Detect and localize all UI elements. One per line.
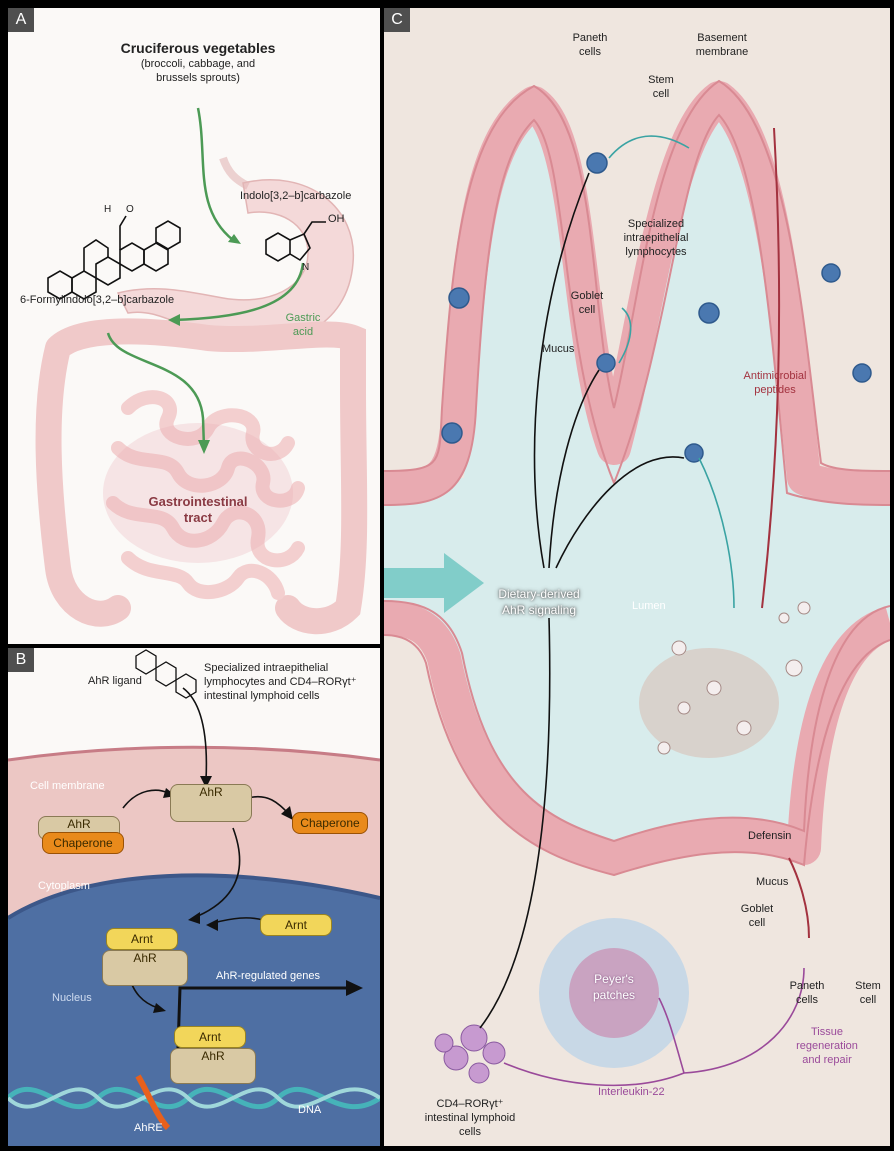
lumen-label: Lumen <box>632 600 666 613</box>
tissue-label-3: and repair <box>782 1054 872 1067</box>
stem2-label-2: cell <box>848 994 888 1007</box>
cd4-label-1: CD4–RORγt⁺ <box>410 1098 530 1111</box>
goblet-label-1: Goblet <box>562 290 612 303</box>
peyers-label-2: patches <box>574 989 654 1003</box>
chaperone-free: Chaperone <box>292 812 368 834</box>
dna-label: DNA <box>298 1104 321 1117</box>
spec-label-2: intraepithelial <box>606 232 706 245</box>
paneth-label-1: Paneth <box>560 32 620 45</box>
cells-label-3: intestinal lymphoid cells <box>204 690 320 703</box>
ahr-ligand-label: AhR ligand <box>88 675 142 688</box>
ahr-genes-label: AhR-regulated genes <box>216 970 320 983</box>
defensin-label: Defensin <box>748 830 791 843</box>
panel-b: B AhR ligand Specialized intraepithelial… <box>8 648 380 1146</box>
peyers-label-1: Peyer's <box>574 973 654 987</box>
stem-label-1: Stem <box>636 74 686 87</box>
ahr-bound-label: AhR <box>67 817 90 831</box>
ahr-dimer: AhR <box>102 950 188 986</box>
cells-label-1: Specialized intraepithelial <box>204 662 328 675</box>
cytoplasm-label: Cytoplasm <box>38 880 90 893</box>
ahr-label: AhR <box>199 785 222 799</box>
ahr-dna-label: AhR <box>201 1049 224 1063</box>
cell-membrane-label: Cell membrane <box>30 780 105 793</box>
stem-label-2: cell <box>636 88 686 101</box>
vegetables-subtitle-1: (broccoli, cabbage, and <box>98 58 298 71</box>
ahr-complex: AhR <box>170 784 252 822</box>
paneth-label-2: cells <box>560 46 620 59</box>
mucus-label: Mucus <box>542 343 574 356</box>
mucus-2-label: Mucus <box>756 876 788 889</box>
basement-label-1: Basement <box>682 32 762 45</box>
arnt-bound: Arnt <box>106 928 178 950</box>
paneth2-label-2: cells <box>782 994 832 1007</box>
gastric-acid-label-1: Gastric <box>273 312 333 325</box>
atom-o-label: O <box>126 204 134 216</box>
tissue-label-2: regeneration <box>782 1040 872 1053</box>
hydroxyl-group-label: OH <box>328 213 345 226</box>
atom-n-label: N <box>302 262 309 274</box>
indolocarbazole-label: Indolo[3,2–b]carbazole <box>240 190 351 203</box>
vegetables-title: Cruciferous vegetables <box>98 40 298 56</box>
amp-label-1: Antimicrobial <box>730 370 820 383</box>
goblet-label-2: cell <box>562 304 612 317</box>
goblet2-label-2: cell <box>732 917 782 930</box>
spec-label-1: Specialized <box>606 218 706 231</box>
panel-a-tag: A <box>8 8 34 32</box>
panel-c: C Paneth cells Basement membrane Stem ce… <box>384 8 890 1146</box>
gi-tract-label-2: tract <box>118 511 278 526</box>
amp-label-2: peptides <box>730 384 820 397</box>
ahre-label: AhRE <box>134 1122 163 1135</box>
gi-tract-label-1: Gastrointestinal <box>118 495 278 510</box>
dietary-label-2: AhR signaling <box>479 604 599 618</box>
basement-label-2: membrane <box>682 46 762 59</box>
stem2-label-1: Stem <box>848 980 888 993</box>
ahr-dimer-label: AhR <box>133 951 156 965</box>
ahr-dna: AhR <box>170 1048 256 1084</box>
cells-label-2: lymphocytes and CD4–RORγt⁺ <box>204 676 357 689</box>
spec-label-3: lymphocytes <box>606 246 706 259</box>
nucleus-label: Nucleus <box>52 992 92 1005</box>
panel-a: A Cruciferous vegetables (broccoli, cabb… <box>8 8 380 644</box>
paneth2-label-1: Paneth <box>782 980 832 993</box>
arnt-free: Arnt <box>260 914 332 936</box>
panel-c-tag: C <box>384 8 410 32</box>
il22-label: Interleukin-22 <box>598 1086 665 1099</box>
cd4-label-2: intestinal lymphoid <box>410 1112 530 1125</box>
gastric-acid-label-2: acid <box>273 326 333 339</box>
panel-b-tag: B <box>8 648 34 672</box>
goblet2-label-1: Goblet <box>732 903 782 916</box>
tissue-label-1: Tissue <box>782 1026 872 1039</box>
chaperone-bound: Chaperone <box>42 832 124 854</box>
vegetables-subtitle-2: brussels sprouts) <box>98 72 298 85</box>
dietary-label-1: Dietary-derived <box>479 588 599 602</box>
cd4-label-3: cells <box>410 1126 530 1139</box>
atom-h-label: H <box>104 204 111 216</box>
arnt-dna: Arnt <box>174 1026 246 1048</box>
formyl-indolocarbazole-label: 6-Formylindolo[3,2–b]carbazole <box>20 294 174 307</box>
